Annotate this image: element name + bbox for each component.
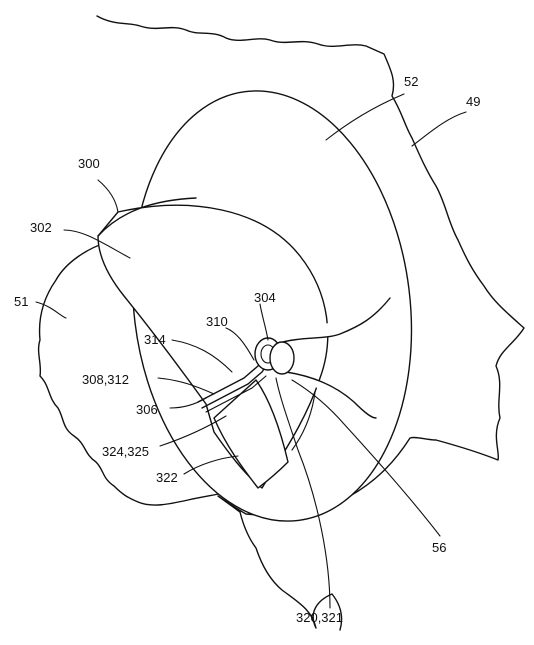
label-304: 304 (254, 290, 276, 305)
leader-300 (97, 179, 119, 213)
leader-304 (259, 303, 269, 341)
label-300: 300 (78, 156, 100, 171)
label-310: 310 (206, 314, 228, 329)
leader-320-321 (275, 377, 331, 609)
label-49: 49 (466, 94, 480, 109)
leader-56 (291, 379, 441, 537)
leader-302 (63, 229, 131, 259)
label-52: 52 (404, 74, 418, 89)
leader-324-325 (159, 415, 227, 447)
slot-310 (205, 375, 267, 413)
leader-314 (171, 339, 233, 373)
leader-322 (183, 455, 239, 475)
label-324-325: 324,325 (102, 444, 149, 459)
leader-310 (225, 327, 255, 361)
label-308-312: 308,312 (82, 372, 129, 387)
cover-cap (97, 197, 197, 237)
label-51: 51 (14, 294, 28, 309)
label-306: 306 (136, 402, 158, 417)
label-320-321: 320,321 (296, 610, 343, 625)
leader-306 (169, 397, 207, 409)
leader-308-312 (157, 377, 215, 395)
label-302: 302 (30, 220, 52, 235)
vessel-56 (275, 297, 391, 419)
label-56: 56 (432, 540, 446, 555)
leader-49 (411, 111, 467, 147)
vessel-56-end (269, 341, 295, 375)
leader-51 (35, 301, 67, 319)
leader-52 (325, 93, 405, 141)
label-314: 314 (144, 332, 166, 347)
label-322: 322 (156, 470, 178, 485)
lower-plate-322 (213, 379, 289, 489)
